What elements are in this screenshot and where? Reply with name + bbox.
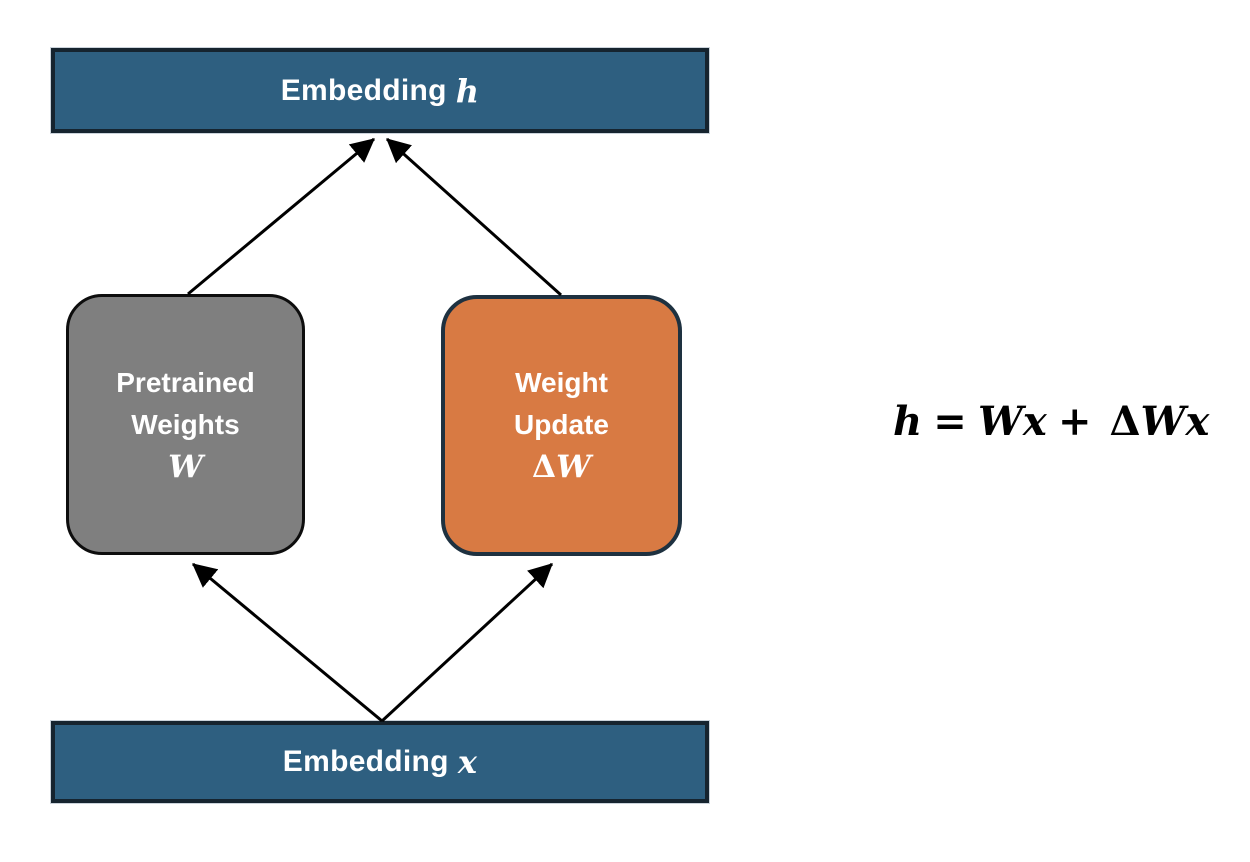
arrow-pretrained-to-h xyxy=(187,137,375,296)
equation-equals: = xyxy=(933,398,967,445)
arrow-x-to-pretrained xyxy=(192,562,383,723)
node-pretrained-weights: Pretrained Weights W xyxy=(66,294,305,555)
update-variable: ΔW xyxy=(532,446,591,489)
update-variable-w: W xyxy=(556,449,591,485)
pretrained-variable: W xyxy=(168,448,203,485)
equation-plus: + xyxy=(1057,398,1092,445)
update-line1: Weight xyxy=(515,367,608,398)
equation-term1: Wx xyxy=(977,398,1047,445)
update-line2: Update xyxy=(514,409,609,440)
equation-delta: Δ xyxy=(1109,398,1141,445)
arrow-x-to-update xyxy=(380,562,554,723)
equation-term2: Wx xyxy=(1140,398,1210,445)
node-embedding-x: Embedding x xyxy=(51,721,709,803)
embedding-h-variable: h xyxy=(455,71,480,110)
pretrained-line2: Weights xyxy=(131,408,240,440)
update-variable-delta: Δ xyxy=(532,449,557,485)
embedding-x-label: Embedding xyxy=(282,745,449,778)
equation: h=Wx+ΔWx xyxy=(893,398,1209,445)
embedding-h-label: Embedding xyxy=(280,73,447,107)
equation-lhs: h xyxy=(893,398,923,445)
node-weight-update: Weight Update ΔW xyxy=(441,295,682,556)
node-embedding-h: Embedding h xyxy=(51,48,709,133)
pretrained-line1: Pretrained xyxy=(116,366,255,398)
embedding-x-variable: x xyxy=(457,743,478,781)
arrow-update-to-h xyxy=(385,137,563,297)
